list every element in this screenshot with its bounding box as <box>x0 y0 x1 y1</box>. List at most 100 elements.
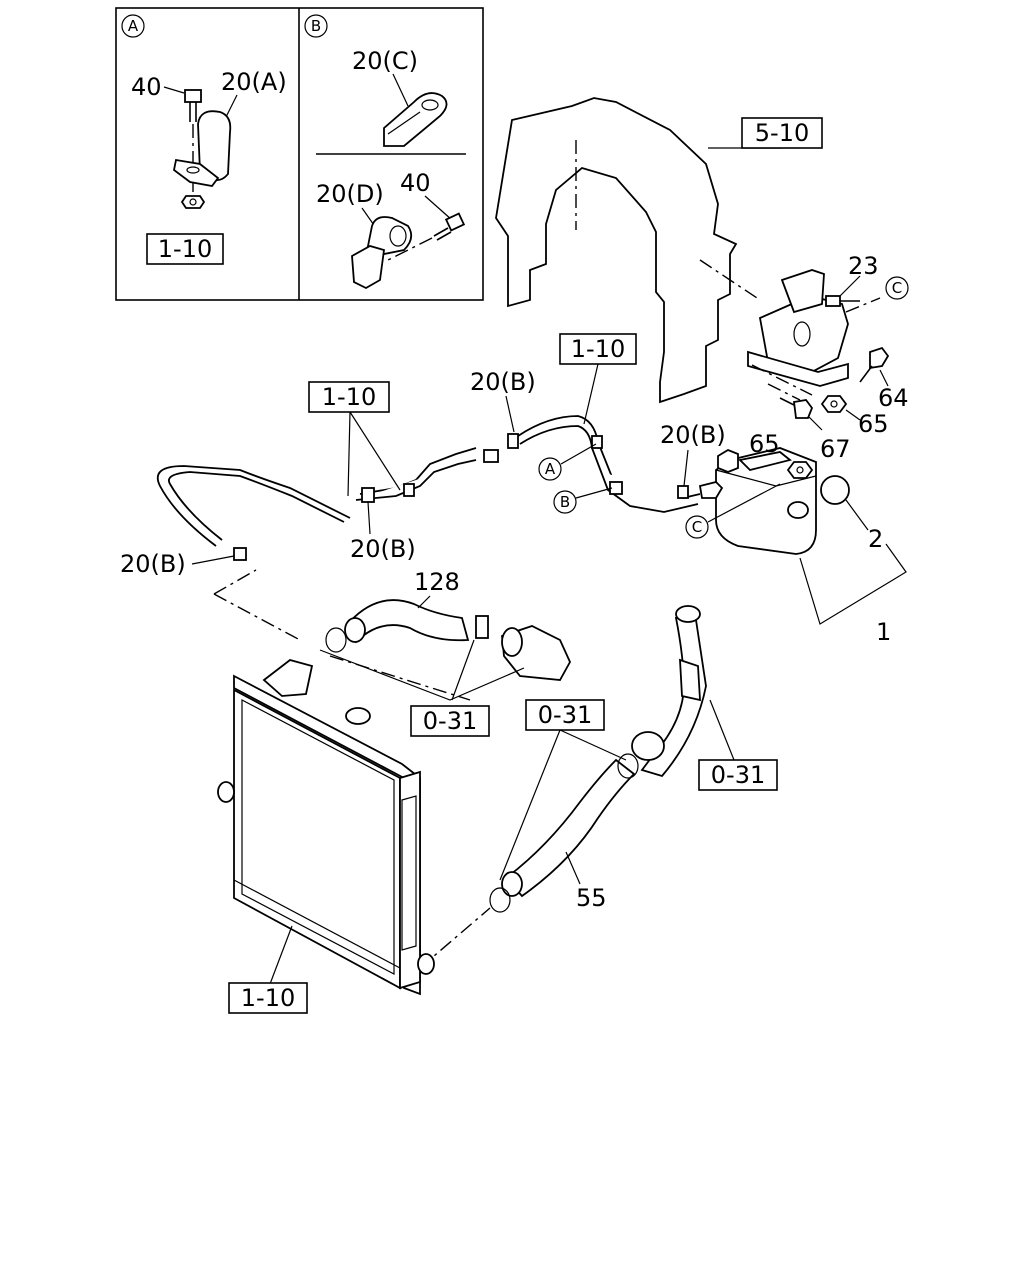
radiator-core-inner <box>241 699 395 975</box>
radiator-top-tank <box>233 674 421 996</box>
panel-b-clip-d-label: 20(D) <box>316 180 384 208</box>
centerline <box>845 297 881 313</box>
leader <box>319 649 525 701</box>
leader <box>451 639 475 701</box>
inset-panels: A 40 20(A) 1-10 <box>115 7 484 301</box>
leader <box>799 543 907 625</box>
marker-a-hose-circle <box>538 457 562 481</box>
centerline <box>699 259 761 301</box>
hose-clamp <box>617 753 639 779</box>
frame-member: 5-10 <box>495 97 823 404</box>
thermostat-housing <box>475 615 572 681</box>
clip-20d-icon <box>351 216 413 290</box>
centerline <box>213 593 301 641</box>
nut-icon <box>180 195 206 209</box>
housing-clamp <box>475 615 489 639</box>
leader <box>845 409 861 421</box>
leader <box>367 501 371 535</box>
hose-clamp <box>489 887 511 913</box>
inset-panel-b: B 20(C) 20(D) 40 <box>304 14 466 290</box>
centerline <box>419 907 491 969</box>
callout-65-tank: 65 <box>749 430 780 458</box>
centerline <box>383 237 433 263</box>
marker-b-label: B <box>311 17 321 35</box>
leader <box>559 729 627 761</box>
clip-20b-icon <box>233 433 689 561</box>
leader <box>560 443 597 465</box>
hose-clamp <box>325 627 347 653</box>
upper-hose-128 <box>325 599 470 653</box>
callout-55: 55 <box>576 884 607 912</box>
leader <box>424 195 453 221</box>
radiator-side-detail <box>401 795 417 951</box>
leader <box>191 555 235 565</box>
marker-c-tank-circle <box>685 515 709 539</box>
hose-segment-left-inner <box>168 471 345 541</box>
hose-left-ref-box <box>308 381 390 413</box>
centerline <box>767 383 801 401</box>
radiator-bottom <box>233 879 401 969</box>
lower-hose-ref: 0-31 <box>538 701 592 729</box>
hose-body <box>504 758 636 898</box>
lower-hose-ref-box <box>525 699 605 731</box>
nut-65-tank-icon <box>786 461 814 479</box>
leader <box>709 699 735 761</box>
marker-a-label: A <box>128 17 139 35</box>
bolt-23-icon <box>825 295 860 307</box>
leader <box>839 275 861 297</box>
nut-65-icon <box>820 395 848 413</box>
callout-65-bracket: 65 <box>858 410 889 438</box>
radiator-mount <box>217 781 235 803</box>
bracket-base <box>747 350 849 387</box>
panel-a-clip-label: 20(A) <box>221 68 287 96</box>
hose-left-ref: 1-10 <box>322 383 376 411</box>
inlet-ref-box <box>410 705 490 737</box>
bracket-hole <box>793 321 811 347</box>
inlet-ref: 0-31 <box>423 707 477 735</box>
radiator-inlet <box>262 659 314 697</box>
radiator-side-tank <box>399 770 421 990</box>
leader <box>575 487 613 499</box>
frame-outline <box>495 97 738 404</box>
leader <box>417 595 431 609</box>
lower-hose-55 <box>489 753 639 913</box>
hose-body <box>344 599 470 644</box>
centerline <box>329 655 471 701</box>
callout-64: 64 <box>878 384 909 412</box>
tank-neck <box>787 501 809 519</box>
hose-end <box>344 617 366 643</box>
cap-icon <box>820 475 850 505</box>
panel-b-clip-c-label: 20(C) <box>352 47 418 75</box>
leader <box>269 925 293 985</box>
callout-23: 23 <box>848 252 879 280</box>
marker-b-hose-circle <box>553 490 577 514</box>
bolt-40-icon <box>184 89 202 122</box>
outlet-ref-box <box>698 759 778 791</box>
tank-nipple <box>698 481 724 499</box>
housing-port <box>501 627 523 657</box>
leader <box>845 499 869 531</box>
radiator-core <box>233 688 401 990</box>
marker-a-circle <box>121 14 145 38</box>
tank-bracket <box>747 269 849 401</box>
callout-67: 67 <box>820 435 851 463</box>
panel-a-bolt-label: 40 <box>131 73 162 101</box>
leader <box>583 363 599 425</box>
hose-joint <box>591 435 603 449</box>
leader <box>392 73 409 107</box>
radiator <box>217 659 435 996</box>
callout-20b-top: 20(B) <box>470 368 536 396</box>
hose-end <box>501 871 523 897</box>
marker-b-circle <box>304 14 328 38</box>
outlet-ref: 0-31 <box>711 761 765 789</box>
leader <box>807 415 823 431</box>
bolt-64-icon <box>859 346 890 383</box>
leader <box>879 369 889 387</box>
marker-b-hose: B <box>560 493 570 511</box>
marker-c-label: C <box>892 279 902 297</box>
clip-20c-icon <box>383 92 448 147</box>
leader <box>683 449 689 487</box>
leader <box>347 411 351 497</box>
tank-bracket-tab <box>738 451 792 471</box>
